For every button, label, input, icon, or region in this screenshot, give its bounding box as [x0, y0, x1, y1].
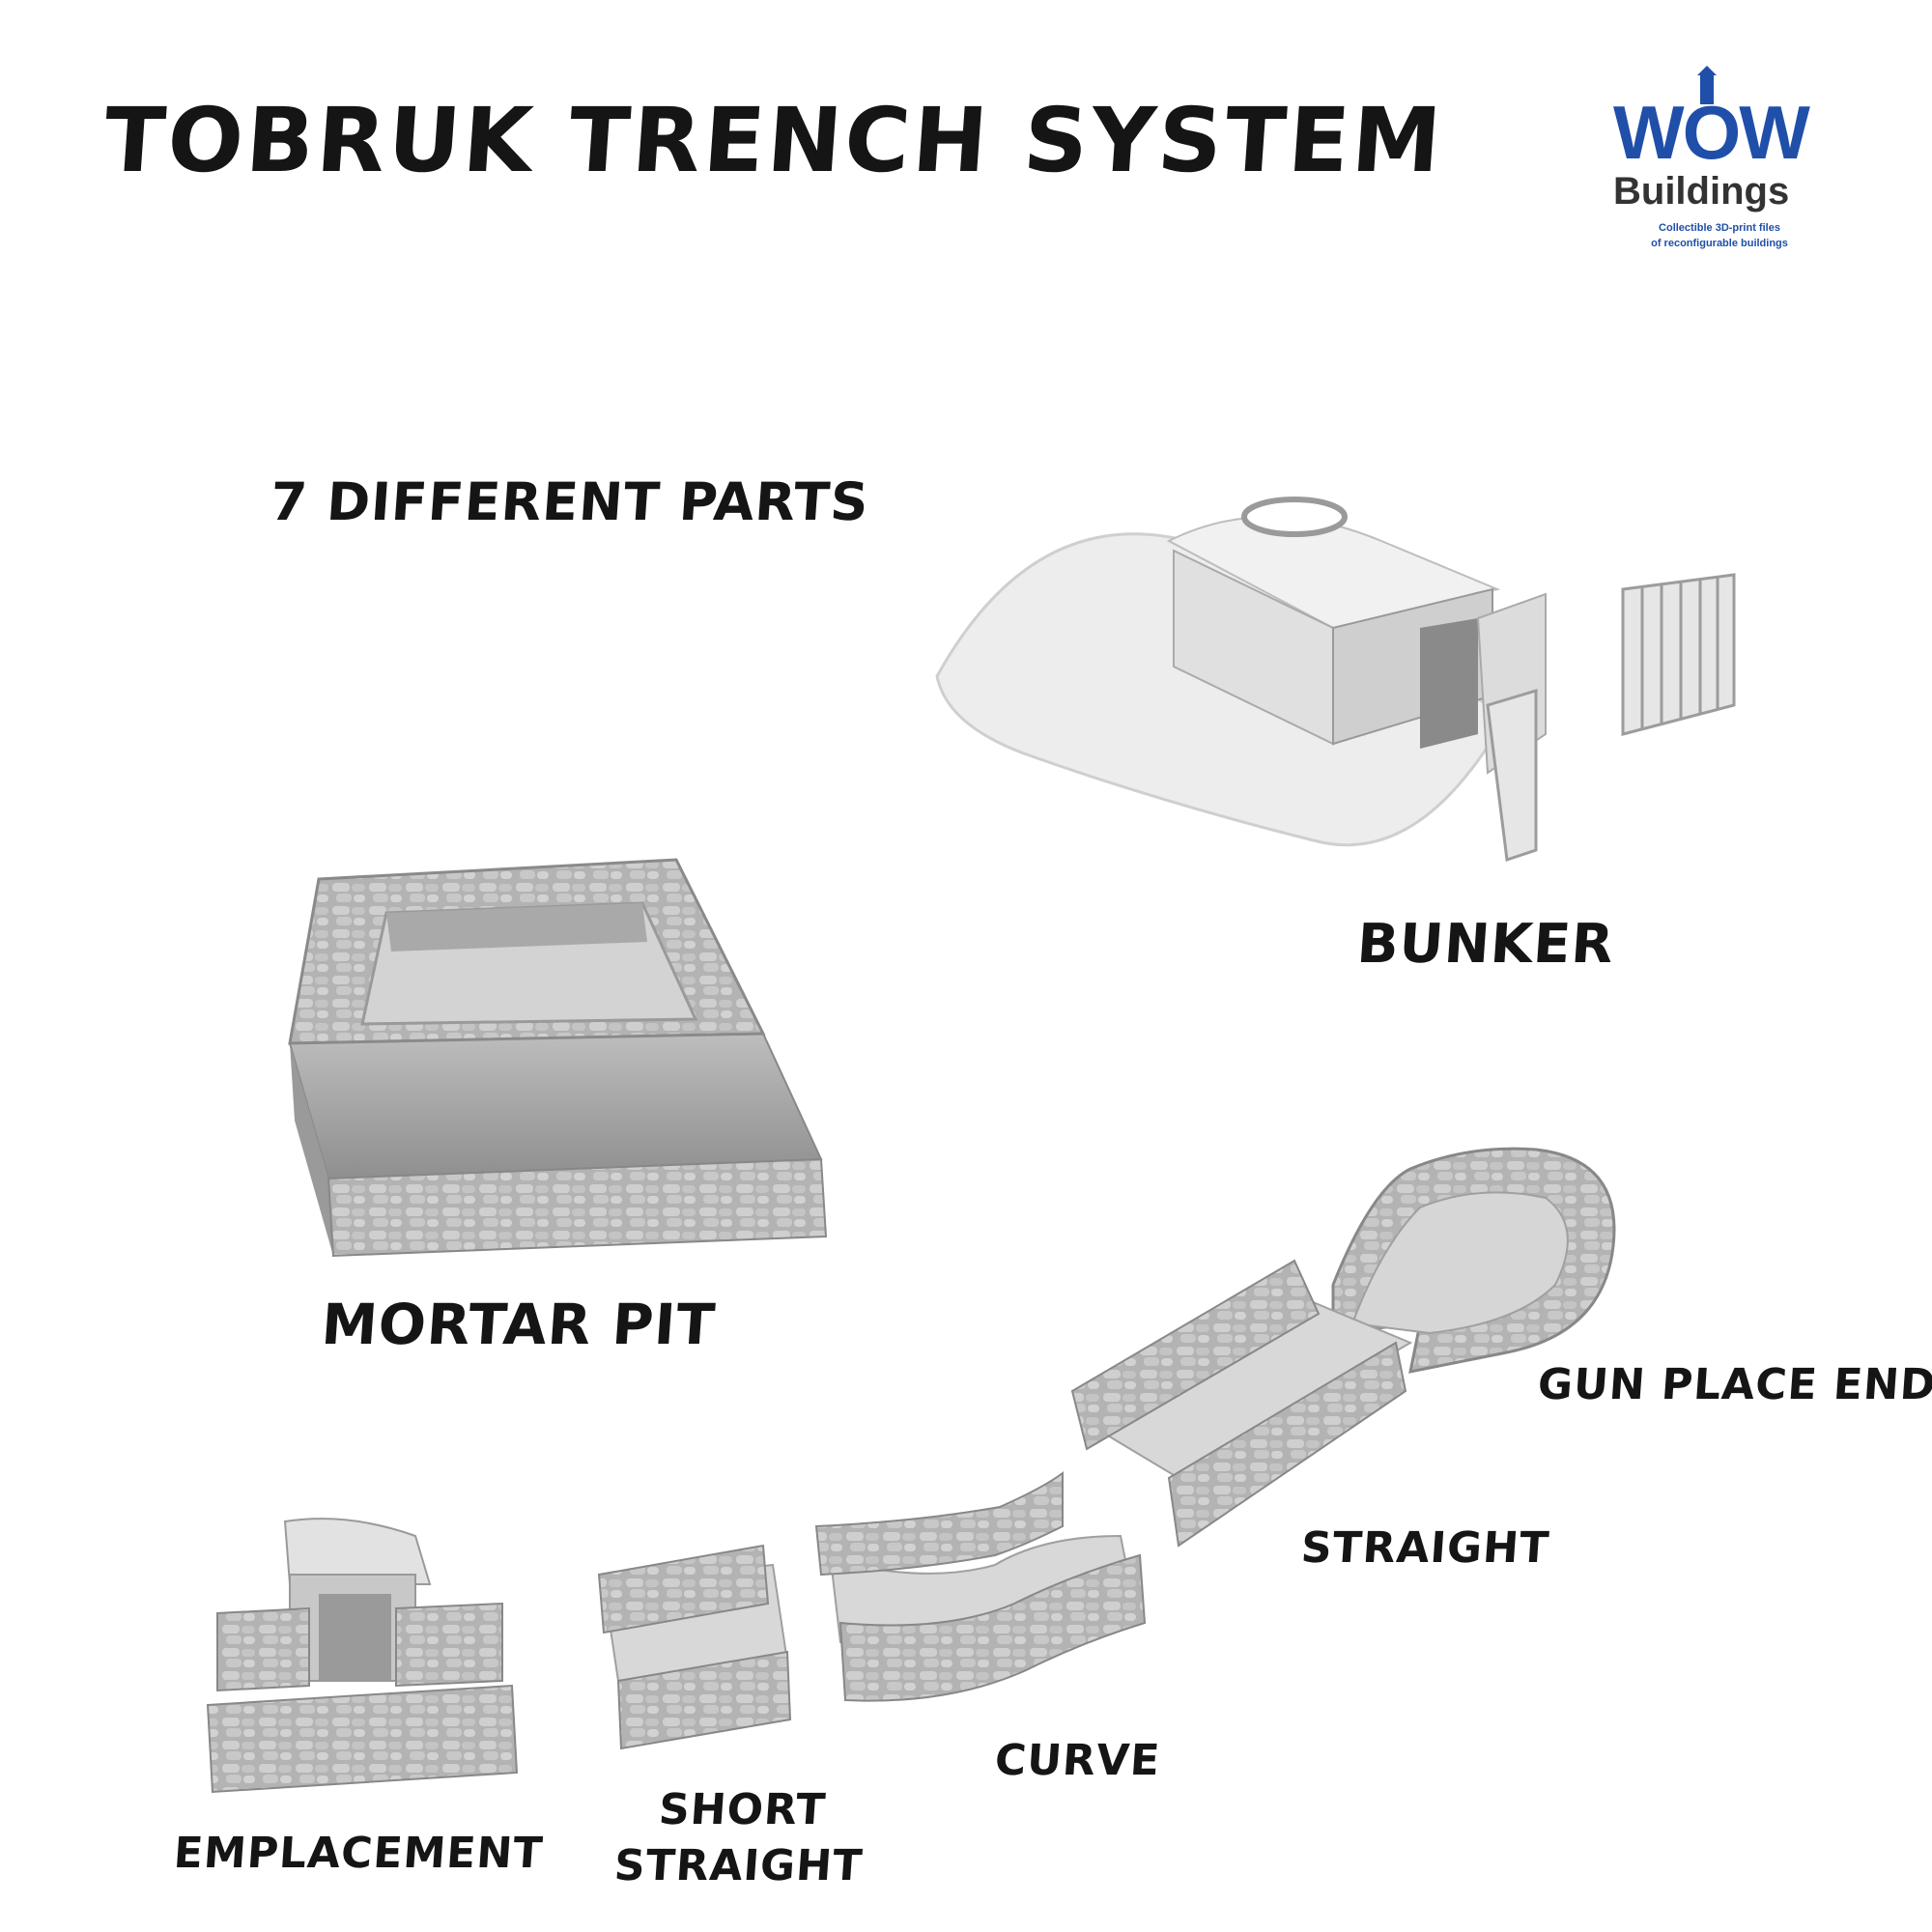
bunker-model: [935, 497, 1736, 863]
short-straight-label: SHORT STRAIGHT: [612, 1782, 868, 1894]
mortar-pit-label: MORTAR PIT: [319, 1292, 718, 1357]
bunker-label: BUNKER: [1354, 913, 1617, 976]
short-straight-label-line-1: SHORT: [657, 1785, 828, 1834]
straight-label: STRAIGHT: [1299, 1523, 1551, 1573]
parts-count-subtitle: 7 DIFFERENT PARTS: [268, 471, 871, 532]
emplacement-model: [206, 1518, 519, 1794]
logo-subword: Buildings: [1613, 170, 1790, 213]
page-title: TOBRUK TRENCH SYSTEM: [100, 89, 1447, 192]
wow-buildings-logo: WOW Buildings Collectible 3D-print files…: [1584, 58, 1835, 280]
mortar-pit-model: [288, 858, 828, 1258]
logo-tagline: Collectible 3D-print files of reconfigur…: [1613, 220, 1826, 251]
logo-wordmark: WOW: [1613, 90, 1810, 175]
tower-icon: [1697, 66, 1717, 104]
straight-model: [1070, 1259, 1413, 1548]
curve-label: CURVE: [993, 1736, 1162, 1785]
gun-place-end-label: GUN PLACE END: [1536, 1360, 1932, 1409]
short-straight-model: [597, 1544, 792, 1750]
logo-tagline-line-2: of reconfigurable buildings: [1651, 238, 1788, 249]
logo-tagline-line-1: Collectible 3D-print files: [1659, 222, 1780, 234]
curve-model: [814, 1471, 1147, 1702]
short-straight-label-line-2: STRAIGHT: [612, 1841, 865, 1890]
emplacement-label: EMPLACEMENT: [172, 1829, 546, 1878]
gun-place-end-model: [1331, 1147, 1616, 1374]
